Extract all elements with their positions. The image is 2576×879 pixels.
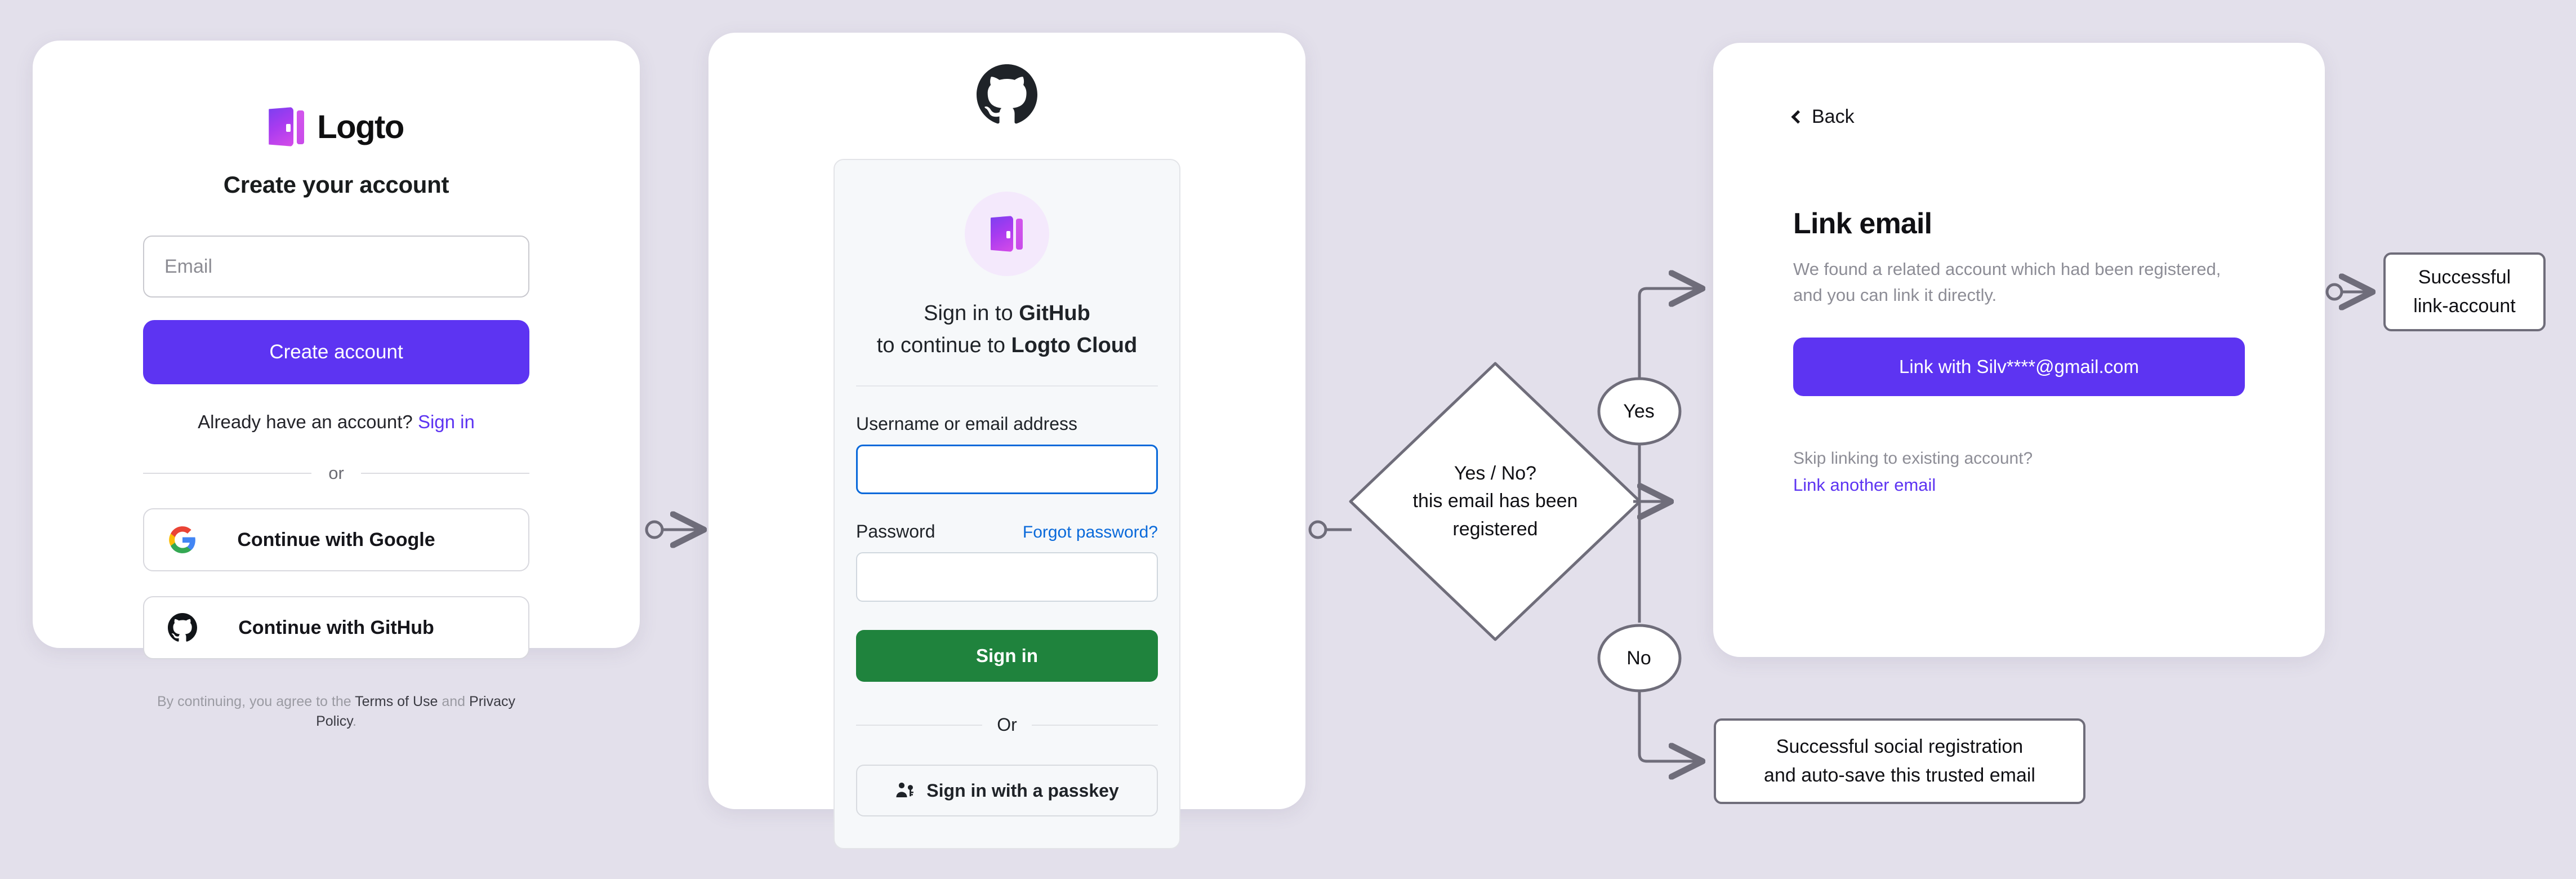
result-link-line-2: link-account — [2413, 295, 2516, 317]
github-divider-or: Or — [856, 714, 1158, 735]
continue-with-github-label: Continue with GitHub — [238, 616, 434, 638]
signup-card: Logto Create your account Email Create a… — [33, 41, 640, 729]
decision-label: Yes / No? this email has been registered — [1354, 445, 1636, 558]
signin-with-passkey-label: Sign in with a passkey — [926, 780, 1119, 801]
continue-with-google-label: Continue with Google — [237, 529, 435, 551]
chevron-left-icon — [1791, 110, 1805, 124]
decision-line-3: registered — [1452, 518, 1538, 540]
link-another-email-link[interactable]: Link another email — [1793, 474, 1936, 495]
create-account-button[interactable]: Create account — [143, 320, 529, 384]
link-email-description: We found a related account which had bee… — [1793, 259, 2221, 305]
github-divider-label: Or — [997, 714, 1017, 735]
result-social-line-2: and auto-save this trusted email — [1764, 765, 2035, 786]
signin-to-prefix: Sign in to — [924, 301, 1013, 325]
link-with-email-button[interactable]: Link with Silv****@gmail.com — [1793, 337, 2245, 396]
signin-with-passkey-button[interactable]: Sign in with a passkey — [856, 765, 1158, 816]
logto-brand: Logto — [143, 107, 529, 146]
github-signin-button[interactable]: Sign in — [856, 630, 1158, 682]
result-social-line-1: Successful social registration — [1776, 736, 2024, 757]
panel-divider — [856, 385, 1158, 387]
continue-with-google-button[interactable]: Continue with Google — [143, 508, 529, 571]
legal-prefix: By continuing, you agree to the — [157, 694, 351, 709]
continue-with-github-button[interactable]: Continue with GitHub — [143, 596, 529, 659]
google-icon — [169, 526, 195, 553]
connector-no-to-social-result — [1638, 691, 1700, 761]
app-avatar — [965, 192, 1049, 276]
divider-or: or — [143, 463, 530, 483]
email-placeholder: Email — [164, 255, 213, 277]
signin-prompt-row: Already have an account? Sign in — [143, 411, 529, 433]
decision-line-2: this email has been — [1412, 490, 1578, 512]
password-label-row: Password Forgot password? — [856, 521, 1158, 542]
divider-label: or — [328, 463, 344, 483]
logto-door-icon — [269, 107, 305, 146]
result-successful-link-account: Successful link-account — [2383, 252, 2546, 331]
logto-door-icon — [991, 216, 1023, 252]
connector-signup-to-github — [645, 522, 701, 538]
divider-line-left — [143, 473, 312, 474]
decision-line-1: Yes / No? — [1454, 463, 1537, 485]
back-button[interactable]: Back — [1791, 106, 1855, 128]
github-logo — [834, 64, 1180, 125]
legal-period: . — [352, 713, 356, 729]
link-email-card: Back Link email We found a related accou… — [1713, 43, 2325, 657]
github-signin-title: Sign in to GitHub to continue to Logto C… — [856, 298, 1158, 362]
privacy-policy-link[interactable]: Privacy Policy — [316, 694, 516, 729]
github-signin-panel: Sign in to GitHub to continue to Logto C… — [834, 159, 1180, 849]
github-divider-line-right — [1031, 724, 1158, 726]
github-icon — [168, 613, 197, 642]
github-signin-card: Sign in to GitHub to continue to Logto C… — [708, 33, 1305, 849]
page-title: Create your account — [223, 171, 449, 198]
signin-prompt: Already have an account? — [198, 411, 413, 432]
github-icon — [977, 64, 1037, 124]
signin-link[interactable]: Sign in — [417, 411, 475, 432]
brand-name: Logto — [317, 108, 404, 145]
legal-and: and — [442, 694, 466, 709]
password-input[interactable] — [856, 552, 1158, 602]
password-label: Password — [856, 521, 935, 541]
connector-yes-to-link-card — [1638, 288, 1700, 379]
link-email-title: Link email — [1793, 207, 1932, 240]
username-label: Username or email address — [856, 414, 1078, 434]
forgot-password-link[interactable]: Forgot password? — [1022, 523, 1158, 541]
username-label-row: Username or email address — [856, 414, 1158, 434]
email-field[interactable]: Email — [143, 236, 529, 298]
branch-no-label: No — [1626, 647, 1651, 669]
username-input[interactable] — [856, 445, 1158, 494]
continue-to-prefix: to continue to — [876, 334, 1005, 357]
legal-text: By continuing, you agree to the Terms of… — [143, 692, 529, 731]
back-label: Back — [1812, 106, 1855, 127]
connector-link-to-result — [2325, 285, 2370, 299]
passkey-person-key-icon — [896, 782, 914, 797]
continue-to-app: Logto Cloud — [1011, 334, 1138, 357]
skip-linking-prompt: Skip linking to existing account? — [1793, 449, 2033, 468]
divider-line-right — [360, 473, 530, 474]
github-divider-line-left — [856, 724, 983, 726]
branch-yes-label: Yes — [1623, 400, 1655, 422]
connector-github-to-decision — [1308, 520, 1352, 539]
result-link-line-1: Successful — [2418, 267, 2511, 288]
signin-to-provider: GitHub — [1019, 301, 1090, 325]
result-successful-social-registration: Successful social registration and auto-… — [1714, 718, 2085, 804]
terms-of-use-link[interactable]: Terms of Use — [355, 694, 438, 709]
